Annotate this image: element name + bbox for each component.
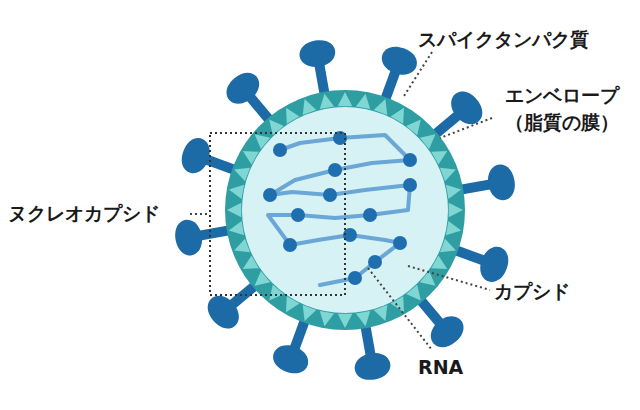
envelope-triangle (356, 311, 370, 326)
leader-line (408, 266, 490, 290)
spike-head (425, 310, 469, 353)
capsid-dot (363, 208, 377, 222)
spike-head (297, 37, 337, 69)
envelope-triangle (338, 92, 353, 106)
capsid-dot (323, 188, 337, 202)
spike-label: スパイクタンパク質 (418, 26, 589, 53)
spike (403, 284, 469, 353)
leader-line (368, 268, 432, 350)
envelope-triangle (338, 314, 353, 328)
spike (419, 86, 488, 152)
capsid-dot (393, 236, 407, 250)
rna-strand (263, 131, 417, 285)
spike-head (476, 243, 513, 286)
capsid-dot (403, 153, 417, 167)
rna-label: RNA (418, 354, 463, 381)
spike (202, 268, 271, 334)
spike-head (445, 86, 488, 130)
capsid-dot (368, 255, 382, 269)
envelope-label: エンベロープ （脂質の膜） (492, 82, 632, 135)
spike-head (353, 351, 393, 383)
leader-line (190, 213, 210, 215)
spike-head (269, 341, 312, 378)
envelope-triangle (229, 221, 244, 235)
capsid-dot (273, 143, 287, 157)
spike (221, 67, 287, 136)
capsid-dot (291, 208, 305, 222)
capsid-dot (263, 188, 277, 202)
spike-head (177, 134, 214, 177)
leader-line (404, 52, 432, 96)
envelope-triangle (320, 94, 334, 109)
spike-proteins (172, 37, 517, 382)
envelope-triangle (320, 311, 334, 326)
capsid-dot (348, 271, 362, 285)
capsid-dot (328, 163, 342, 177)
spike-head (172, 218, 204, 258)
nucleocapsid-box (210, 133, 345, 295)
spike-head (486, 162, 518, 202)
capsid-dot (403, 178, 417, 192)
capsid-dot (283, 238, 297, 252)
envelope-triangle (446, 185, 461, 199)
spike-head (378, 42, 421, 79)
rna-line (268, 135, 410, 285)
envelope-triangle (227, 203, 241, 218)
nucleocapsid-label: ヌクレオカプシド (8, 200, 160, 227)
envelope-triangle (356, 94, 370, 109)
envelope-triangle (229, 185, 244, 199)
leader-lines (190, 52, 492, 350)
leader-line (440, 118, 492, 138)
spike-head (202, 290, 245, 334)
spike-head (221, 67, 265, 110)
capsid-label: カプシド (494, 278, 570, 305)
envelope-triangle (446, 221, 461, 235)
envelope-triangle (449, 203, 463, 218)
